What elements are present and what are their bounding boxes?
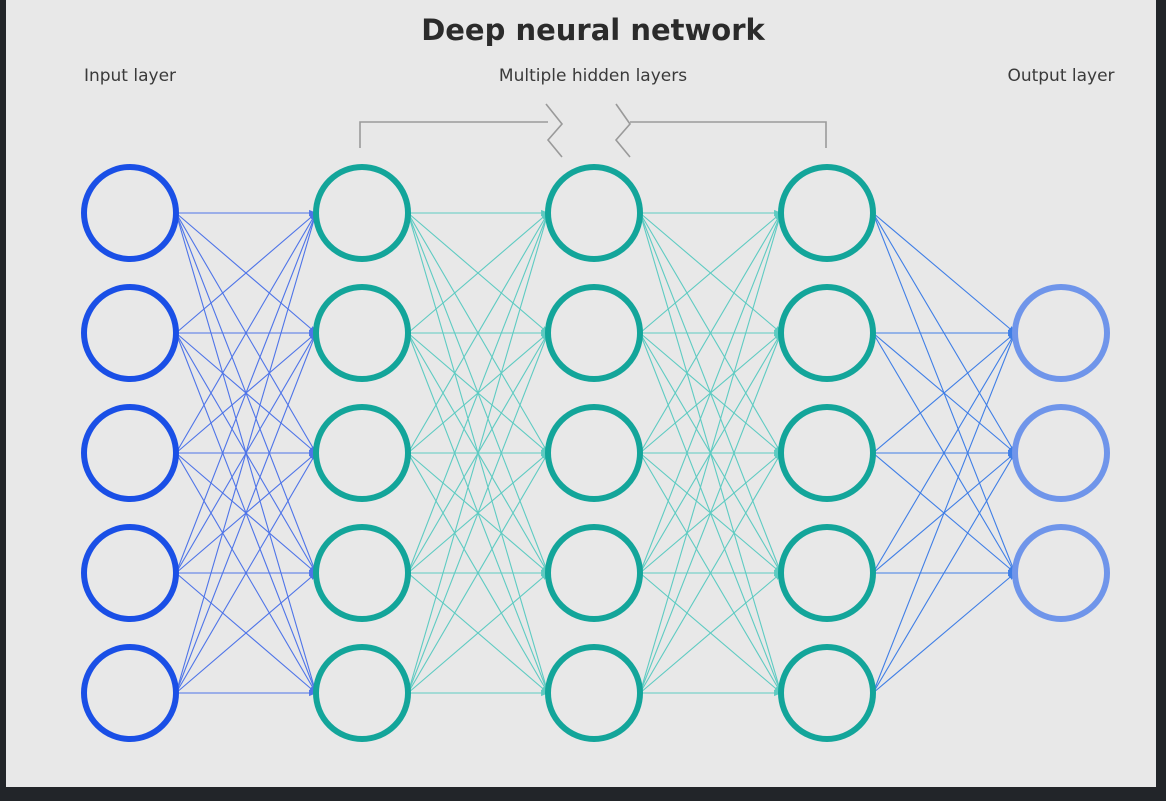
connection-l2-3-to-1 <box>407 212 549 454</box>
hidden-1-node-4 <box>313 524 411 622</box>
input-node-1 <box>81 164 179 262</box>
output-layer-label: Output layer <box>1007 66 1114 86</box>
connection-l2-4-to-1 <box>407 212 549 574</box>
connection-l4-5-to-1 <box>872 332 1016 694</box>
output-node-2 <box>1012 404 1110 502</box>
connection-l1-5-to-3 <box>175 452 317 694</box>
diagram-title: Deep neural network <box>421 13 765 47</box>
connection-l1-3-to-1 <box>175 212 317 454</box>
connection-l2-5-to-4 <box>407 572 549 694</box>
connection-l3-3-to-1 <box>639 212 782 454</box>
connection-l1-2-to-1 <box>175 212 317 334</box>
input-layer-label: Input layer <box>84 66 176 86</box>
connection-l3-2-to-1 <box>639 212 782 334</box>
connection-l1-5-to-2 <box>175 332 317 694</box>
input-node-2 <box>81 284 179 382</box>
connection-l3-5-to-1 <box>639 212 783 694</box>
hidden-3-node-5 <box>778 644 876 742</box>
hidden-3-node-3 <box>778 404 876 502</box>
hidden-layers-label: Multiple hidden layers <box>499 66 687 86</box>
connection-l1-5-to-4 <box>175 572 317 694</box>
connection-l4-5-to-2 <box>872 452 1016 694</box>
input-node-3 <box>81 404 179 502</box>
hidden-3-node-4 <box>778 524 876 622</box>
connection-l4-3-to-1 <box>872 332 1016 454</box>
connection-l2-5-to-2 <box>407 332 549 694</box>
connection-l4-1-to-1 <box>872 212 1016 334</box>
connection-l2-5-to-3 <box>407 452 549 694</box>
hidden-1-node-5 <box>313 644 411 742</box>
output-node-3 <box>1012 524 1110 622</box>
hidden-1-node-1 <box>313 164 411 262</box>
hidden-2-node-3 <box>545 404 643 502</box>
connection-l1-5-to-1 <box>175 212 318 694</box>
hidden-layers-bracket <box>359 103 827 158</box>
connections-group <box>175 209 1016 697</box>
hidden-2-node-4 <box>545 524 643 622</box>
connection-l4-5-to-3 <box>872 572 1016 694</box>
hidden-1-node-3 <box>313 404 411 502</box>
input-node-5 <box>81 644 179 742</box>
hidden-2-node-2 <box>545 284 643 382</box>
connection-l3-4-to-1 <box>639 212 782 574</box>
hidden-2-node-1 <box>545 164 643 262</box>
output-node-1 <box>1012 284 1110 382</box>
connection-l2-2-to-1 <box>407 212 549 334</box>
connection-l4-4-to-1 <box>872 332 1016 574</box>
hidden-3-node-2 <box>778 284 876 382</box>
nodes-group <box>81 164 1110 742</box>
connection-l1-4-to-1 <box>175 212 317 574</box>
connection-l2-5-to-1 <box>407 212 550 694</box>
connection-l3-5-to-2 <box>639 332 782 694</box>
connection-l3-5-to-4 <box>639 572 782 694</box>
input-node-4 <box>81 524 179 622</box>
hidden-3-node-1 <box>778 164 876 262</box>
connection-l3-5-to-3 <box>639 452 782 694</box>
hidden-2-node-5 <box>545 644 643 742</box>
hidden-1-node-2 <box>313 284 411 382</box>
